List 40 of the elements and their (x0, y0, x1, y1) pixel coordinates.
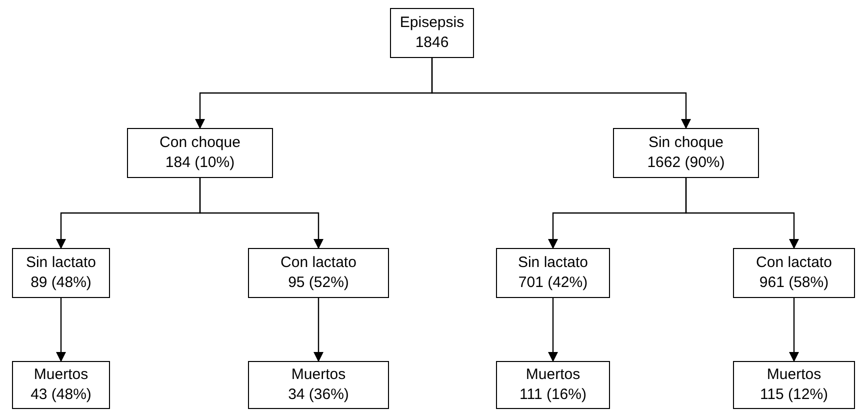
process-box (12, 361, 110, 409)
arrow (548, 298, 558, 362)
arrow (431, 58, 691, 129)
node-count: 111 (16%) (520, 385, 586, 405)
node-title: Sin choque (648, 133, 724, 153)
node-count: 43 (48%) (30, 385, 92, 405)
node-count: 701 (42%) (518, 273, 588, 293)
node-count: 34 (36%) (288, 385, 349, 405)
node-count: 95 (52%) (288, 273, 349, 293)
node-title: Muertos (526, 365, 580, 385)
process-box (496, 248, 610, 298)
node-title: Con choque (160, 133, 240, 153)
node-title: Sin lactato (518, 253, 588, 273)
process-box (248, 361, 389, 409)
node-count: 1662 (90%) (647, 153, 725, 173)
process-box (248, 248, 389, 298)
node-count: 184 (10%) (165, 153, 235, 173)
arrow (56, 298, 66, 362)
process-box (496, 361, 610, 409)
node-title: Sin lactato (26, 253, 96, 273)
process-box (733, 248, 855, 298)
arrow (199, 178, 324, 249)
node-title: Con lactato (280, 253, 356, 273)
process-box (613, 128, 759, 178)
node-title: Muertos (766, 365, 822, 385)
arrow (685, 178, 799, 249)
node-title: Episepsis (400, 13, 464, 33)
process-box (733, 361, 855, 409)
process-box (127, 128, 273, 178)
process-box (390, 8, 474, 58)
arrow (789, 298, 799, 362)
arrow (314, 298, 324, 362)
node-count: 115 (12%) (760, 385, 828, 405)
node-count: 961 (58%) (759, 273, 829, 293)
node-count: 1846 (415, 33, 449, 53)
process-box (12, 248, 110, 298)
node-title: Con lactato (756, 253, 832, 273)
node-title: Muertos (291, 365, 346, 385)
node-title: Muertos (34, 365, 88, 385)
node-count: 89 (48%) (30, 273, 92, 293)
